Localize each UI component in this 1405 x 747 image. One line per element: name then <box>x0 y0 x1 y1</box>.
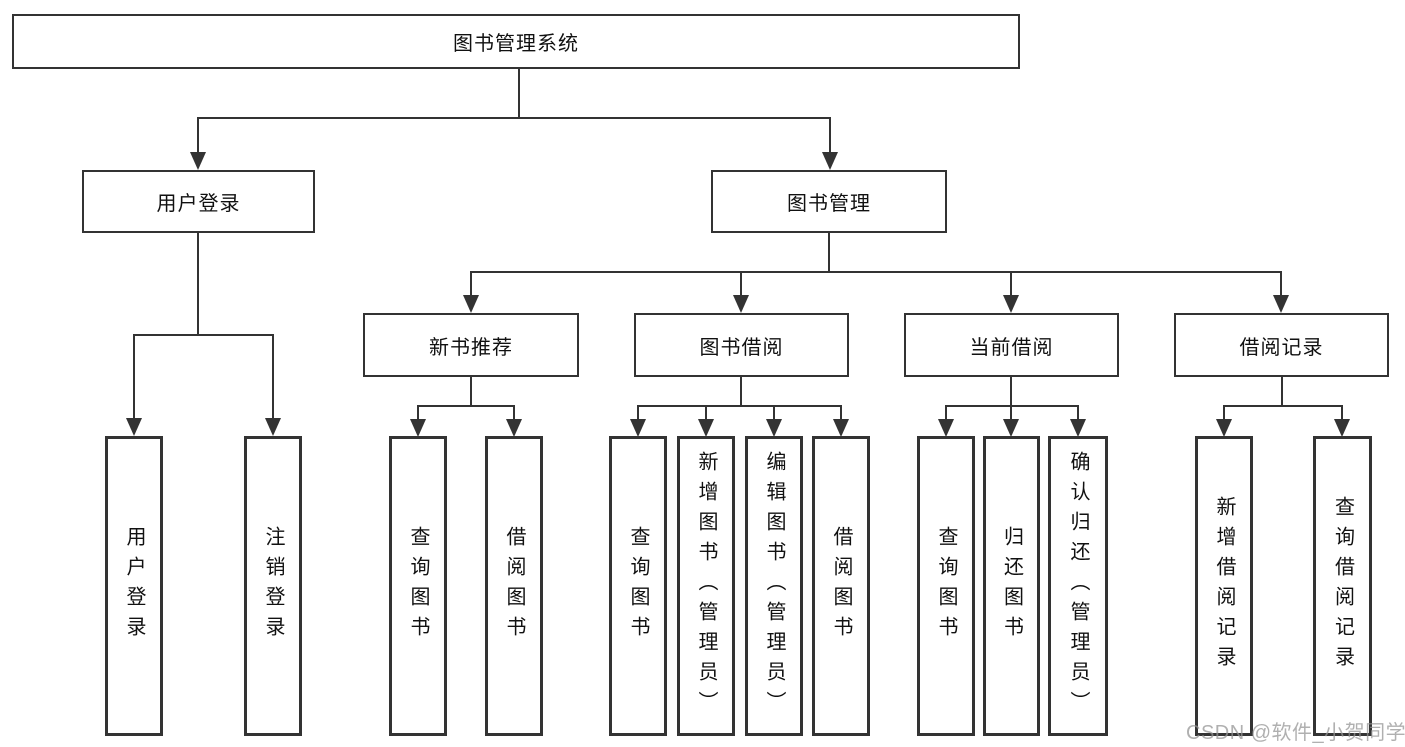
leaf-label: 确认归还（管理员） <box>1067 451 1089 721</box>
leaf-edit-books-admin: 编辑图书（管理员） <box>745 436 803 736</box>
connector-line <box>945 405 1079 407</box>
node-book-borrow: 图书借阅 <box>634 313 849 377</box>
node-new-book-recommend-label: 新书推荐 <box>429 336 513 359</box>
connector-line <box>945 405 947 423</box>
leaf-user-login: 用户登录 <box>105 436 163 736</box>
arrow-down-icon <box>506 419 522 437</box>
arrow-down-icon <box>1003 295 1019 313</box>
connector-line <box>1010 271 1012 298</box>
arrow-down-icon <box>410 419 426 437</box>
leaf-label: 新增图书（管理员） <box>695 451 717 721</box>
node-book-management-label: 图书管理 <box>787 193 871 215</box>
arrow-down-icon <box>630 419 646 437</box>
connector-line <box>1223 405 1225 423</box>
connector-line <box>1223 405 1343 407</box>
arrow-down-icon <box>126 418 142 436</box>
connector-line <box>1280 271 1282 298</box>
connector-line <box>829 117 831 155</box>
node-root: 图书管理系统 <box>12 14 1020 69</box>
leaf-borrow-books-recommend: 借阅图书 <box>485 436 543 736</box>
arrow-down-icon <box>833 419 849 437</box>
connector-line <box>637 405 639 423</box>
arrow-down-icon <box>1070 419 1086 437</box>
leaf-query-books-borrow: 查询图书 <box>609 436 667 736</box>
leaf-query-books-current: 查询图书 <box>917 436 975 736</box>
leaf-label: 查询借阅记录 <box>1331 496 1354 676</box>
arrow-down-icon <box>1273 295 1289 313</box>
connector-line <box>740 271 742 298</box>
connector-line <box>513 405 515 423</box>
node-book-management: 图书管理 <box>711 170 947 233</box>
leaf-confirm-return-admin: 确认归还（管理员） <box>1048 436 1108 736</box>
leaf-add-borrow-record: 新增借阅记录 <box>1195 436 1253 736</box>
connector-line <box>637 405 842 407</box>
arrow-down-icon <box>1334 419 1350 437</box>
connector-line <box>133 334 274 336</box>
arrow-down-icon <box>733 295 749 313</box>
leaf-label: 借阅图书 <box>503 526 525 646</box>
arrow-down-icon <box>1216 419 1232 437</box>
leaf-label: 归还图书 <box>1000 526 1023 646</box>
leaf-label: 查询图书 <box>407 526 429 646</box>
connector-line <box>1281 377 1283 407</box>
leaf-label: 新增借阅记录 <box>1213 496 1235 676</box>
connector-line <box>272 334 274 422</box>
leaf-label: 编辑图书（管理员） <box>763 451 785 721</box>
arrow-down-icon <box>698 419 714 437</box>
connector-line <box>1077 405 1079 423</box>
leaf-label: 查询图书 <box>627 526 649 646</box>
connector-line <box>197 117 831 119</box>
node-current-borrow-label: 当前借阅 <box>969 336 1054 359</box>
connector-line <box>840 405 842 423</box>
leaf-label: 借阅图书 <box>830 526 852 646</box>
leaf-logout: 注销登录 <box>244 436 302 736</box>
connector-line <box>1341 405 1343 423</box>
connector-line <box>1010 377 1012 407</box>
arrow-down-icon <box>938 419 954 437</box>
connector-line <box>470 271 1282 273</box>
arrow-down-icon <box>766 419 782 437</box>
arrow-down-icon <box>1003 419 1019 437</box>
node-book-borrow-label: 图书借阅 <box>699 336 784 359</box>
node-user-login-label: 用户登录 <box>156 193 241 215</box>
arrow-down-icon <box>822 152 838 170</box>
arrow-down-icon <box>463 295 479 313</box>
connector-line <box>705 405 707 423</box>
leaf-label: 注销登录 <box>262 526 284 646</box>
arrow-down-icon <box>265 418 281 436</box>
connector-line <box>740 377 742 407</box>
leaf-query-borrow-record: 查询借阅记录 <box>1313 436 1372 736</box>
node-user-login: 用户登录 <box>82 170 315 233</box>
arrow-down-icon <box>190 152 206 170</box>
connector-line <box>197 117 199 155</box>
connector-line <box>197 233 199 336</box>
connector-line <box>1010 405 1012 423</box>
connector-line <box>828 233 830 273</box>
leaf-label: 查询图书 <box>935 526 957 646</box>
node-borrow-record-label: 借阅记录 <box>1239 336 1324 359</box>
leaf-borrow-books: 借阅图书 <box>812 436 870 736</box>
node-root-label: 图书管理系统 <box>453 33 579 55</box>
node-new-book-recommend: 新书推荐 <box>363 313 579 377</box>
leaf-return-books: 归还图书 <box>983 436 1040 736</box>
watermark: CSDN @软件_小贺同学 <box>1186 722 1405 744</box>
connector-line <box>417 405 515 407</box>
leaf-add-books-admin: 新增图书（管理员） <box>677 436 735 736</box>
connector-line <box>518 68 520 118</box>
leaf-label: 用户登录 <box>123 526 145 646</box>
node-borrow-record: 借阅记录 <box>1174 313 1389 377</box>
connector-line <box>470 377 472 407</box>
connector-line <box>470 271 472 298</box>
connector-line <box>417 405 419 423</box>
leaf-query-books-recommend: 查询图书 <box>389 436 447 736</box>
connector-line <box>133 334 135 422</box>
connector-line <box>773 405 775 423</box>
node-current-borrow: 当前借阅 <box>904 313 1119 377</box>
